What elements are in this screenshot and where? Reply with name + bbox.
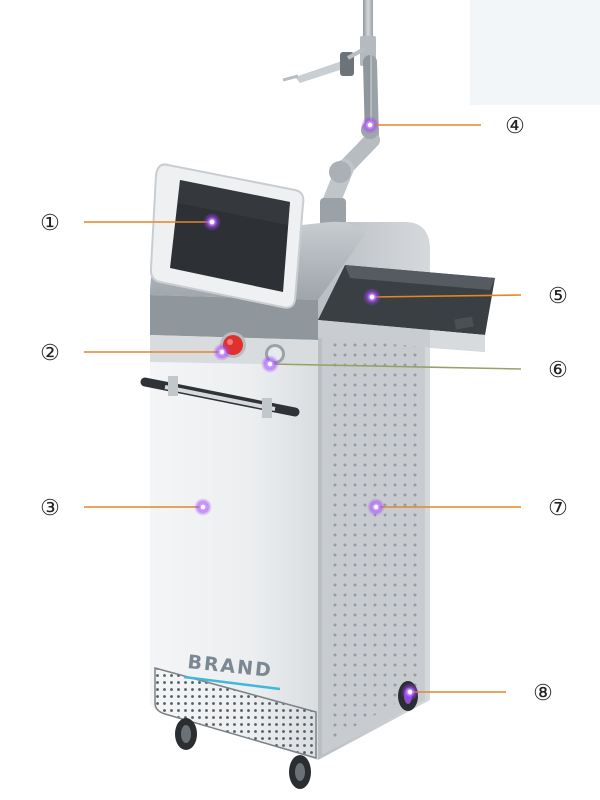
callout-number: ⑧ (533, 681, 553, 706)
callout-number: ⑤ (548, 284, 568, 309)
callout-layer: ① ② ③ ④ ⑤ ⑥ ⑦ ⑧ (40, 114, 568, 706)
callout-number: ① (40, 211, 60, 236)
articulated-arm (282, 0, 380, 226)
callout-number: ④ (505, 114, 525, 139)
brand-underline (183, 675, 281, 691)
callout-8: ⑧ (401, 681, 553, 706)
callout-marker (373, 504, 379, 510)
background-wash (470, 0, 600, 105)
callout-marker (367, 122, 373, 128)
bottom-grille (155, 668, 316, 758)
ventilation-grille (330, 322, 420, 740)
callout-6: ⑥ (261, 355, 568, 383)
handpiece-tray[interactable] (318, 265, 495, 352)
callout-5: ⑤ (363, 284, 568, 309)
callout-1: ① (40, 211, 221, 236)
callout-marker (407, 689, 413, 695)
front-handle[interactable] (140, 376, 300, 418)
callout-number: ③ (40, 496, 60, 521)
callout-marker (219, 349, 225, 355)
callout-marker (200, 504, 206, 510)
callout-number: ⑥ (548, 358, 568, 383)
callout-4: ④ (361, 114, 525, 139)
callout-leader-line (269, 363, 522, 370)
callout-3: ③ (40, 496, 212, 521)
callout-number: ⑦ (548, 496, 568, 521)
touch-screen-monitor[interactable] (149, 163, 305, 309)
callout-marker (267, 361, 273, 367)
callout-number: ② (40, 341, 60, 366)
callout-2: ② (40, 341, 231, 366)
callout-marker (369, 294, 375, 300)
callout-7: ⑦ (367, 496, 568, 521)
callout-marker (209, 219, 215, 225)
callout-leader-line (371, 294, 522, 298)
